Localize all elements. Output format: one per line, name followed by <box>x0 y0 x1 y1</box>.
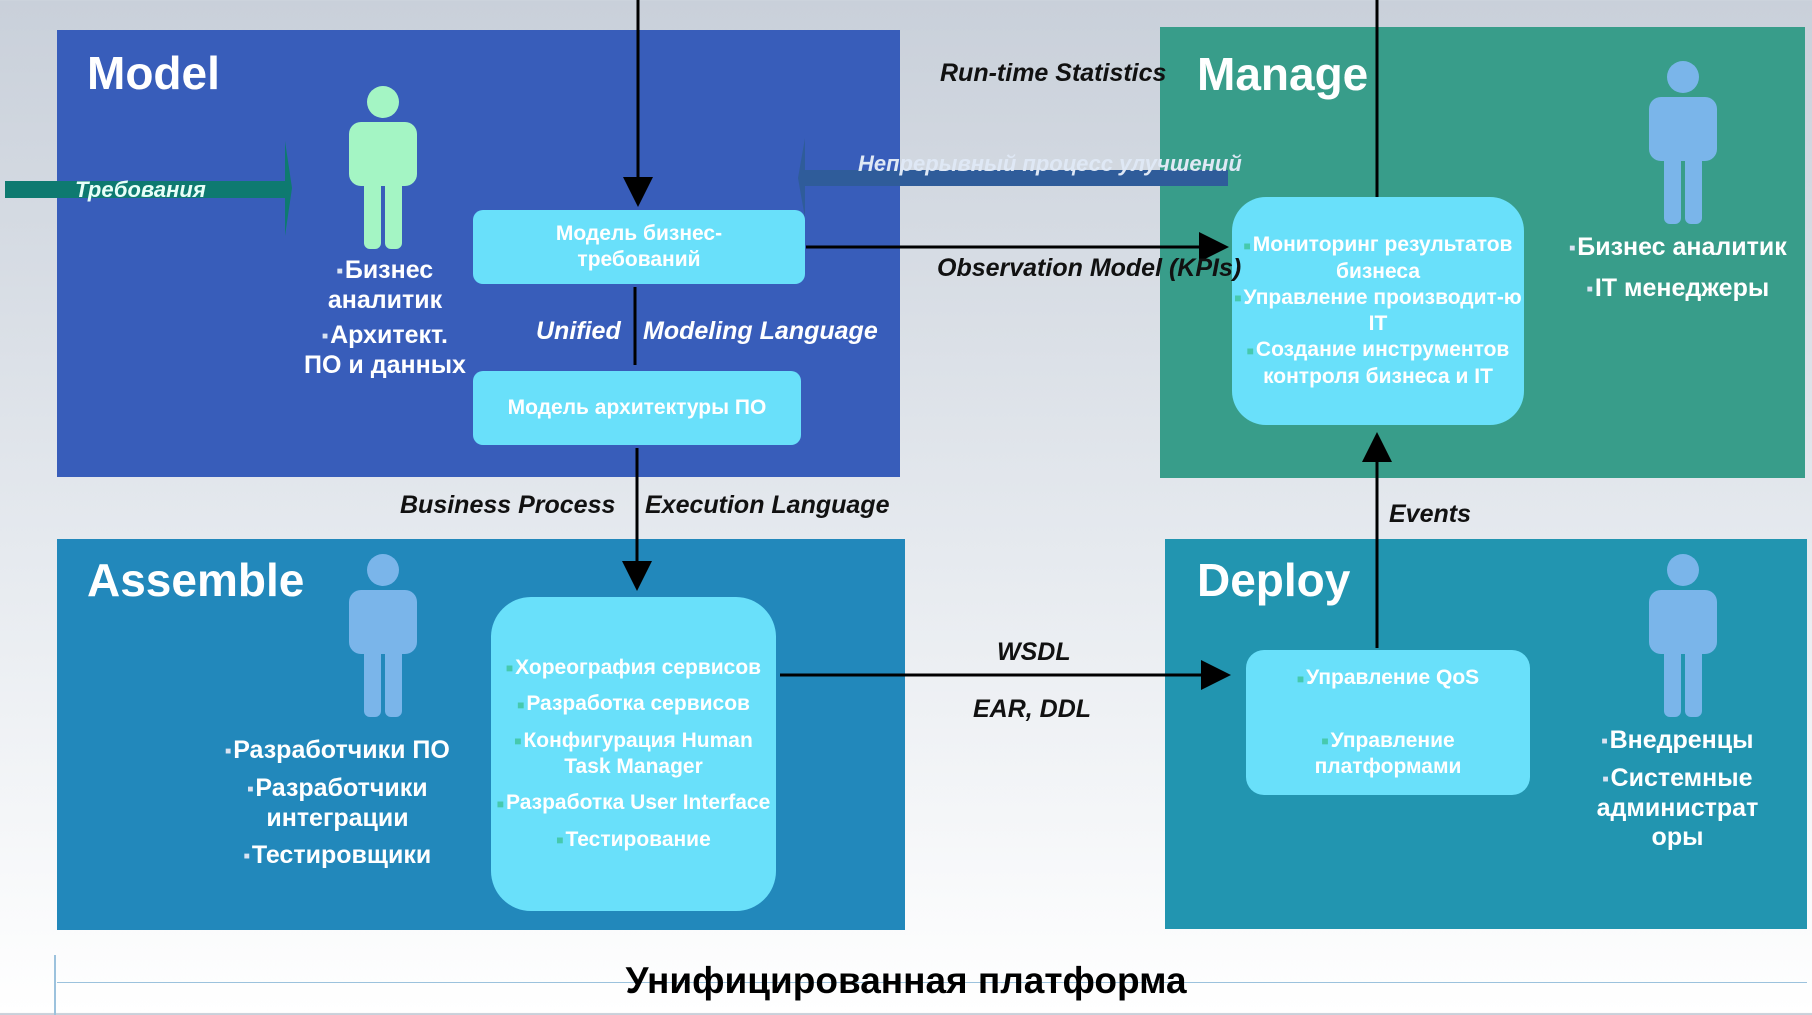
manage-activities-box: ■Мониторинг результатов бизнеса ■Управле… <box>1232 197 1524 425</box>
uml-label-right: Modeling Language <box>643 317 878 345</box>
events-label: Events <box>1389 500 1471 528</box>
manage-roles: ■Бизнес аналитик ■IT менеджеры <box>1569 233 1787 302</box>
ear-ddl-label: EAR, DDL <box>973 695 1092 723</box>
person-icon-model <box>349 86 417 249</box>
deploy-roles: ■Внедренцы ■Системные администрат оры <box>1596 726 1759 851</box>
deploy-activities-box: ■Управление QoS ■Управление платформами <box>1246 650 1530 795</box>
requirements-arrow <box>5 141 292 236</box>
platform-line <box>57 982 1807 983</box>
assemble-title: Assemble <box>87 554 305 606</box>
person-icon-assemble <box>349 554 417 717</box>
software-architecture-model-box: Модель архитектуры ПО <box>473 371 801 445</box>
model-title: Model <box>87 47 220 99</box>
requirements-label: Требования <box>75 177 206 202</box>
person-icon-deploy <box>1649 554 1717 717</box>
continuous-improvement-label: Непрерывный процесс улучшений <box>858 151 1242 176</box>
manage-title: Manage <box>1197 48 1369 100</box>
platform-title: Унифицированная платформа <box>625 960 1187 1001</box>
uml-label-left: Unified <box>536 317 621 345</box>
person-icon-manage <box>1649 61 1717 224</box>
runtime-statistics-label: Run-time Statistics <box>940 59 1167 87</box>
assemble-roles: ■Разработчики ПО ■Разработчики интеграци… <box>225 736 450 869</box>
observation-model-label: Observation Model (KPIs) <box>937 254 1242 282</box>
bpel-label-left: Business Process <box>400 491 616 519</box>
platform-line-tick <box>54 955 56 1015</box>
bpel-label-right: Execution Language <box>645 491 890 519</box>
model-roles: ■Бизнес аналитик ■Архитект. ПО и данных <box>304 256 466 379</box>
wsdl-label: WSDL <box>997 638 1071 666</box>
deploy-title: Deploy <box>1197 554 1351 606</box>
assemble-activities-box: ■Хореография сервисов ■Разработка сервис… <box>491 597 776 911</box>
continuous-improvement-arrow <box>798 138 1228 218</box>
business-requirements-model-box: Модель бизнес-требований <box>473 210 805 284</box>
